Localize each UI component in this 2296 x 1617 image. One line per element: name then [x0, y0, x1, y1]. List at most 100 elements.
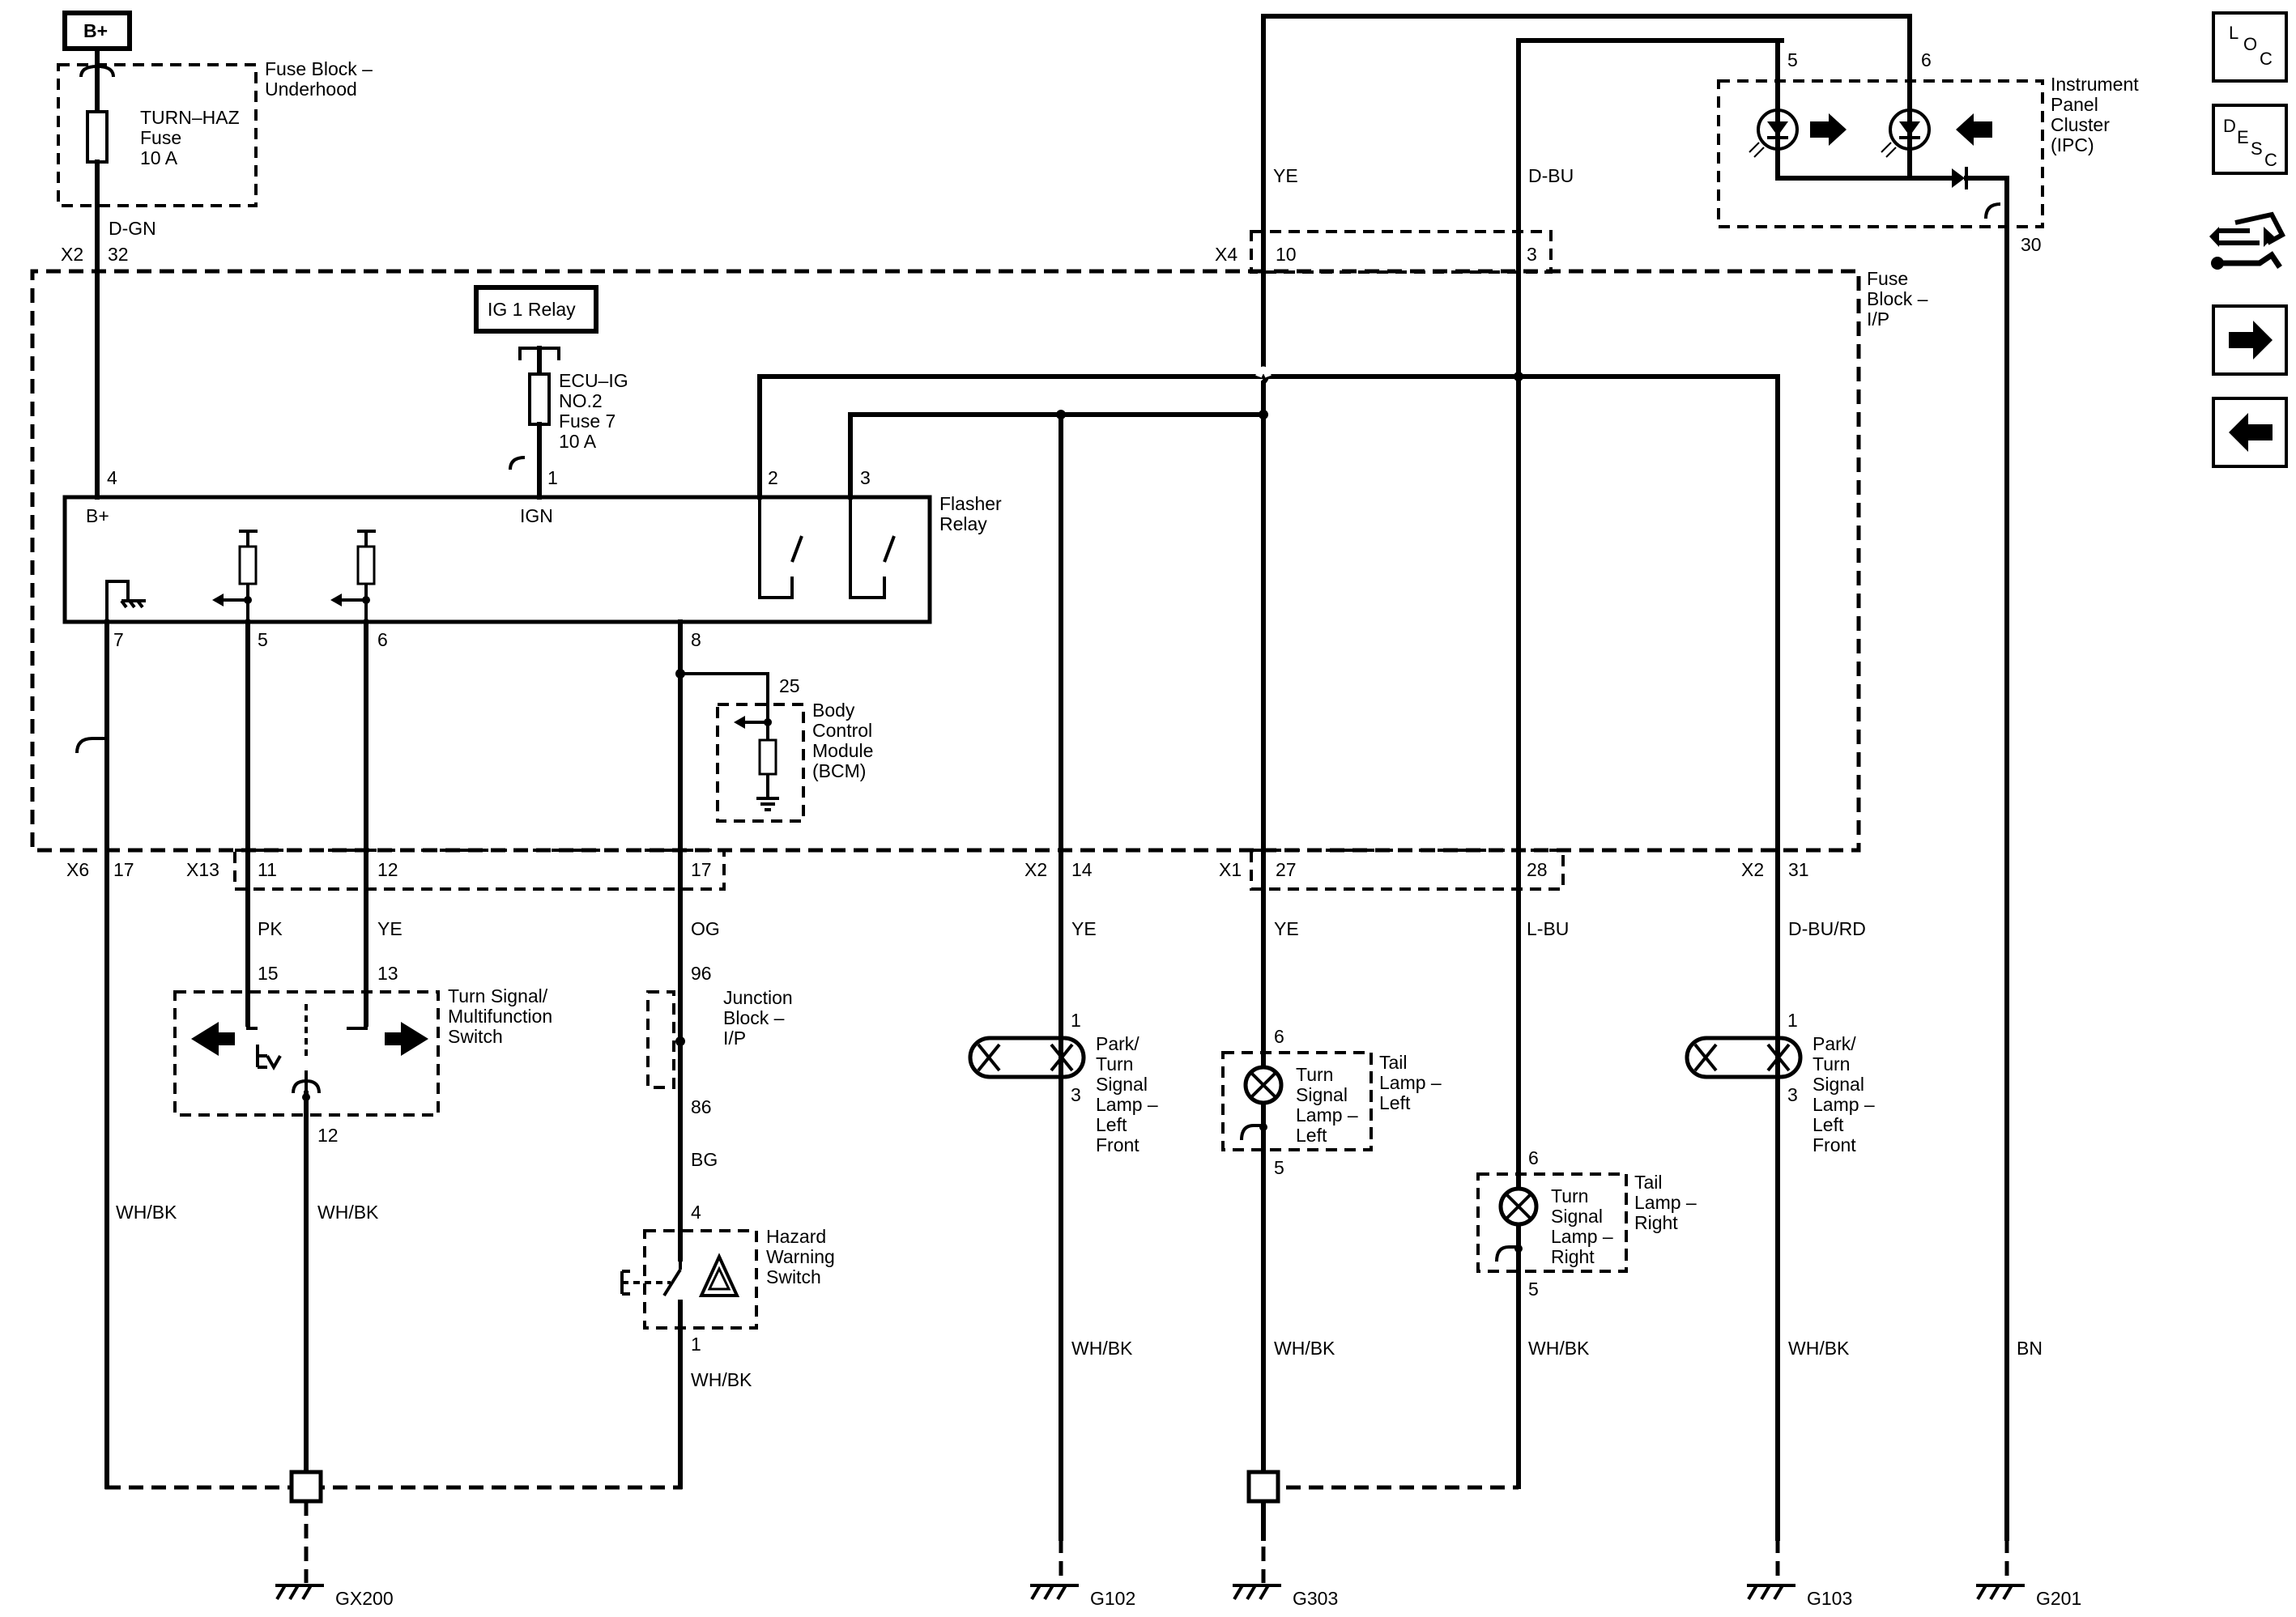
pin-label: 1 — [1071, 1010, 1081, 1031]
right-turn-arrow-icon — [385, 1022, 428, 1056]
connector-button[interactable] — [2209, 198, 2286, 279]
turn-haz-fuse-label: TURN–HAZ — [140, 107, 240, 128]
svg-text:Multifunction: Multifunction — [448, 1006, 552, 1027]
svg-text:Switch: Switch — [766, 1266, 821, 1287]
svg-text:Turn: Turn — [1096, 1053, 1133, 1074]
turn-switch-title: Turn Signal/ — [448, 985, 548, 1006]
back-button[interactable] — [2212, 397, 2288, 468]
flasher-relay-title: Flasher — [939, 493, 1002, 514]
svg-text:G303: G303 — [1293, 1588, 1338, 1609]
pin-label: 15 — [258, 963, 279, 984]
pin-label: 3 — [1787, 1084, 1798, 1105]
svg-text:G201: G201 — [2036, 1588, 2081, 1609]
svg-text:WH/BK: WH/BK — [1274, 1338, 1335, 1359]
description-icon: D — [2223, 116, 2236, 136]
svg-text:Control: Control — [812, 720, 872, 741]
pin-label: 5 — [1787, 49, 1798, 70]
svg-text:Front: Front — [1813, 1134, 1856, 1155]
svg-text:L-BU: L-BU — [1527, 918, 1569, 939]
svg-text:Left: Left — [1813, 1114, 1844, 1135]
pin-label: 5 — [258, 629, 268, 650]
svg-text:WH/BK: WH/BK — [1528, 1338, 1590, 1359]
ground-g303: G303 — [1233, 1584, 1338, 1609]
ground-gx200: GX200 — [275, 1584, 394, 1609]
turn-signal-switch: Turn Signal/ Multifunction Switch 15 13 … — [173, 963, 552, 1489]
svg-text:31: 31 — [1788, 859, 1809, 880]
forward-button[interactable] — [2212, 304, 2288, 376]
svg-text:Turn: Turn — [1296, 1064, 1333, 1085]
svg-text:17: 17 — [691, 859, 712, 880]
wire-color-label: D-GN — [109, 218, 156, 239]
connector-icon — [2209, 211, 2286, 270]
pin-label: 1 — [547, 467, 558, 488]
fuse-block-ip: Fuse Block – I/P X4 10 3 IG 1 Relay ECU–… — [30, 230, 1928, 853]
svg-text:Right: Right — [1634, 1212, 1678, 1233]
svg-text:B+: B+ — [86, 505, 109, 526]
left-indicator-icon — [1956, 113, 1992, 146]
hazard-warning-switch: 4 1 Hazard Warning Switch — [620, 1202, 835, 1489]
svg-text:Lamp –: Lamp – — [1551, 1226, 1613, 1247]
svg-text:X6: X6 — [66, 859, 89, 880]
fuse-block-ip-title: Fuse — [1867, 268, 1908, 289]
svg-text:X2: X2 — [1741, 859, 1764, 880]
svg-text:X2: X2 — [1024, 859, 1047, 880]
svg-text:I/P: I/P — [723, 1028, 746, 1049]
svg-text:12: 12 — [377, 859, 398, 880]
svg-text:Signal: Signal — [1813, 1074, 1864, 1095]
svg-text:Left: Left — [1096, 1114, 1127, 1135]
ig1-relay-label: IG 1 Relay — [488, 299, 576, 320]
svg-text:WH/BK: WH/BK — [116, 1202, 177, 1223]
svg-text:Cluster: Cluster — [2051, 114, 2110, 135]
pin-label: 10 — [1276, 244, 1297, 265]
back-arrow-icon — [2229, 413, 2273, 452]
b-plus-label: B+ — [83, 20, 108, 41]
pin-label: 6 — [377, 629, 388, 650]
lamp-park-turn-right-front: 1 3 Park/ Turn Signal Lamp – Left Front — [1685, 1010, 1875, 1155]
svg-text:Lamp –: Lamp – — [1296, 1104, 1358, 1126]
description-button[interactable]: D E S C — [2212, 104, 2288, 175]
svg-text:Panel: Panel — [2051, 94, 2098, 115]
ecu-ig-fuse-label: ECU–IG — [559, 370, 628, 391]
svg-text:YE: YE — [1273, 165, 1298, 186]
svg-text:Lamp –: Lamp – — [1634, 1192, 1697, 1213]
svg-text:(BCM): (BCM) — [812, 760, 866, 781]
svg-text:BG: BG — [691, 1149, 718, 1170]
location-button[interactable]: L O C — [2212, 11, 2288, 83]
ground-g201: G201 — [1976, 1584, 2081, 1609]
lamp-tail-left: 6 5 Turn Signal Lamp – Left Tail Lamp – … — [1221, 1026, 1442, 1178]
fuse-block-underhood: B+ Fuse Block – Underhood TURN–HAZ Fuse … — [57, 11, 373, 498]
flasher-relay: Flasher Relay B+ IGN 4 1 2 3 7 5 6 8 — [62, 467, 1002, 650]
junction-block-title: Junction — [723, 987, 793, 1008]
instrument-panel-cluster: Instrument Panel Cluster (IPC) 5 6 30 — [1717, 49, 2139, 1541]
pin-label: 5 — [1274, 1157, 1284, 1178]
pin-label: 3 — [1071, 1084, 1081, 1105]
svg-text:OG: OG — [691, 918, 720, 939]
svg-text:Lamp –: Lamp – — [1096, 1094, 1158, 1115]
svg-text:Fuse 7: Fuse 7 — [559, 411, 616, 432]
svg-text:Switch: Switch — [448, 1026, 503, 1047]
svg-text:Signal: Signal — [1296, 1084, 1348, 1105]
svg-text:11: 11 — [258, 859, 277, 880]
svg-text:Fuse: Fuse — [140, 127, 181, 148]
svg-text:Relay: Relay — [939, 513, 987, 534]
pin-label: 3 — [1527, 244, 1537, 265]
svg-text:Front: Front — [1096, 1134, 1139, 1155]
svg-text:WH/BK: WH/BK — [1071, 1338, 1133, 1359]
svg-text:Signal: Signal — [1551, 1206, 1603, 1227]
junction-block-ip: 96 86 Junction Block – I/P — [646, 963, 793, 1117]
svg-text:Warning: Warning — [766, 1246, 835, 1267]
lamp-title: Tail — [1379, 1052, 1408, 1073]
pin-label: 32 — [108, 244, 129, 265]
pin-label: 1 — [1787, 1010, 1798, 1031]
pin-label: 86 — [691, 1096, 712, 1117]
ground-g103: G103 — [1747, 1584, 1852, 1609]
svg-text:X13: X13 — [186, 859, 219, 880]
svg-text:17: 17 — [113, 859, 134, 880]
svg-text:Turn: Turn — [1551, 1185, 1588, 1206]
pin-label: 8 — [691, 629, 701, 650]
fuse-block-underhood-title: Fuse Block – — [265, 58, 373, 79]
lamp-title: Park/ — [1096, 1033, 1139, 1054]
svg-text:D-BU/RD: D-BU/RD — [1788, 918, 1866, 939]
lamp-tail-right: 6 5 Turn Signal Lamp – Right Tail Lamp –… — [1476, 1147, 1697, 1300]
svg-text:Underhood: Underhood — [265, 79, 357, 100]
